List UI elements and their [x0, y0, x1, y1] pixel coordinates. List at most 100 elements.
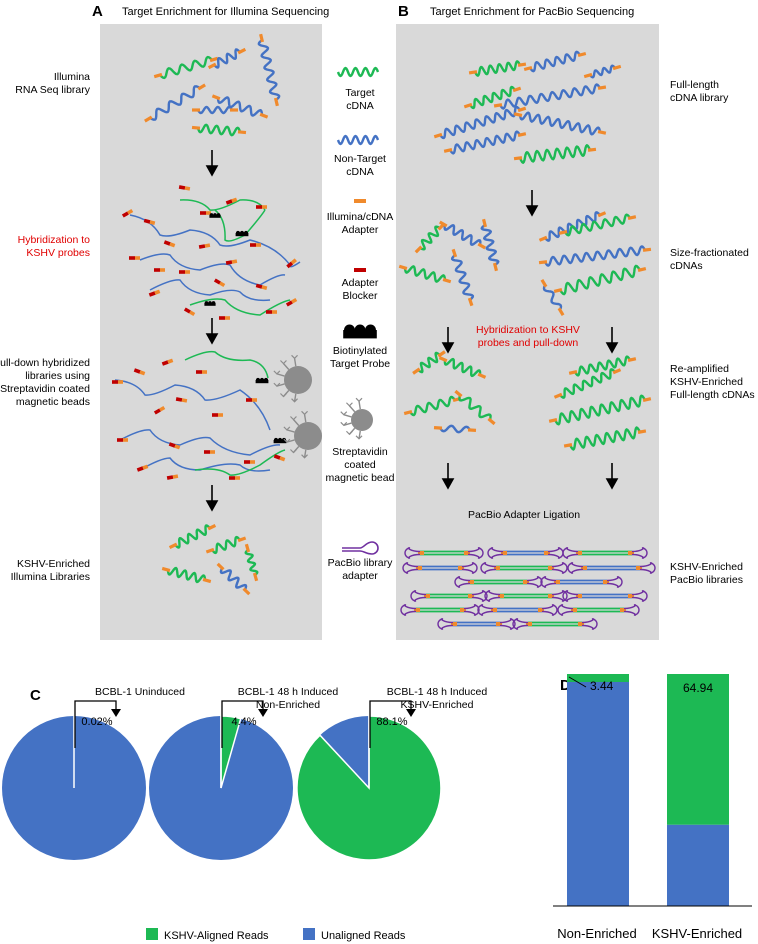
- pacbio-adapter-icon: [480, 562, 497, 574]
- adapter-mark: [398, 264, 408, 271]
- pacbio-molecule: [477, 604, 558, 616]
- target-cdna: [568, 355, 637, 377]
- adapter-blocker-mark: [148, 289, 161, 297]
- pacbio-adapter-icon: [471, 590, 488, 602]
- adapter-blocker-mark: [175, 397, 188, 403]
- pacbio-adapter-icon: [402, 562, 419, 574]
- adapter-mark: [468, 70, 478, 75]
- pacbio-adapter-icon: [461, 562, 478, 574]
- adapter-blocker-mark: [273, 454, 286, 462]
- target-cdna: [412, 350, 446, 375]
- adapter-blocker-mark: [143, 218, 156, 226]
- bead-icon: [340, 397, 373, 440]
- adapter-mark: [463, 102, 473, 109]
- bead-icon: [283, 410, 322, 459]
- target-cdna: [553, 264, 647, 296]
- callout-arrow-icon: [111, 709, 121, 717]
- enriched-illumina-molecules: [161, 523, 259, 596]
- pie-value-label: 88.1%: [376, 716, 407, 728]
- adapter-blocker-mark: [256, 205, 267, 209]
- cdna-strand: [214, 209, 266, 242]
- adapter-mark: [553, 287, 563, 294]
- adapter-blocker-mark: [161, 358, 174, 366]
- non-target-cdna: [513, 111, 607, 136]
- adapter-mark: [433, 426, 443, 430]
- pacbio-adapter-icon: [562, 547, 579, 559]
- adapter-mark: [442, 277, 452, 284]
- pacbio-adapter-icon: [631, 590, 648, 602]
- adapter-mark: [438, 220, 448, 228]
- panel-b-title: Target Enrichment for PacBio Sequencing: [430, 6, 634, 18]
- adapter-mark: [467, 428, 477, 432]
- adapter-mark: [237, 47, 247, 55]
- target-cdna: [191, 123, 247, 137]
- legend-swatch-unaligned: [303, 928, 315, 940]
- panel-d-letter: D: [560, 677, 571, 694]
- adapter-mark: [216, 562, 225, 571]
- pacbio-adapter-icon: [477, 604, 494, 616]
- orange-dash-icon: [354, 199, 366, 203]
- pie-chart: 88.1%: [296, 700, 442, 861]
- adapter-mark: [597, 85, 607, 90]
- panel-a-background: [100, 24, 322, 640]
- adapter-blocker-mark: [285, 297, 298, 307]
- cdna-strand: [139, 253, 286, 286]
- pacbio-adapter-icon: [581, 618, 598, 630]
- adapter-mark: [211, 94, 221, 101]
- callout-line: [369, 700, 412, 748]
- target-cdna: [161, 566, 212, 584]
- hybridization-network: [121, 185, 301, 320]
- cdna-strand: [149, 279, 271, 302]
- callout-arrow-icon: [406, 709, 416, 717]
- panel-c-letter: C: [30, 687, 41, 704]
- pacbio-molecule: [480, 562, 568, 574]
- non-target-cdna: [144, 83, 206, 123]
- pacbio-molecule: [512, 618, 598, 630]
- adapter-blocker-mark: [225, 259, 238, 265]
- non-target-cdna: [540, 279, 565, 316]
- pacbio-adapter-icon: [437, 618, 454, 630]
- adapter-mark: [412, 367, 421, 375]
- adapter-mark: [517, 62, 527, 67]
- bar-category-kshv-enriched: KSHV-Enriched: [652, 926, 742, 941]
- adapter-blocker-mark: [213, 278, 226, 288]
- pie-title-uninduced: BCBL-1 Uninduced: [95, 686, 185, 698]
- pacbio-adapter-icon: [551, 562, 568, 574]
- adapter-mark: [207, 523, 217, 531]
- non-target-cdna: [438, 220, 487, 250]
- callout-arrow-icon: [258, 709, 268, 717]
- target-cdna: [168, 523, 217, 550]
- adapter-blocker-mark: [286, 258, 297, 269]
- pacbio-adapter-icon: [639, 562, 656, 574]
- adapter-mark: [538, 235, 548, 242]
- adapter-mark: [433, 132, 443, 139]
- adapter-mark: [477, 242, 487, 250]
- adapter-mark: [144, 115, 153, 123]
- non-target-cdna: [207, 47, 247, 70]
- target-cdna: [548, 394, 652, 426]
- pie-value-label: 0.02%: [81, 716, 112, 728]
- adapter-mark: [553, 392, 563, 399]
- non-target-cdna: [443, 130, 527, 155]
- target-cdna: [205, 535, 247, 555]
- arrow-down-icon: [205, 318, 219, 345]
- pacbio-molecule: [410, 590, 488, 602]
- legend-text-unaligned: Unaligned Reads: [321, 930, 406, 942]
- pacbio-molecule: [562, 590, 648, 602]
- adapter-mark: [191, 125, 201, 130]
- adapter-mark: [437, 350, 446, 358]
- adapter-blocker-mark: [117, 438, 128, 442]
- panel-a-letter: A: [92, 3, 103, 20]
- bar-segment: [667, 824, 729, 906]
- pacbio-molecule: [454, 576, 543, 588]
- pacbio-adapter-icon: [512, 618, 529, 630]
- adapter-mark: [548, 418, 558, 423]
- adapter-blocker-mark: [200, 211, 211, 215]
- adapter-mark: [642, 397, 652, 402]
